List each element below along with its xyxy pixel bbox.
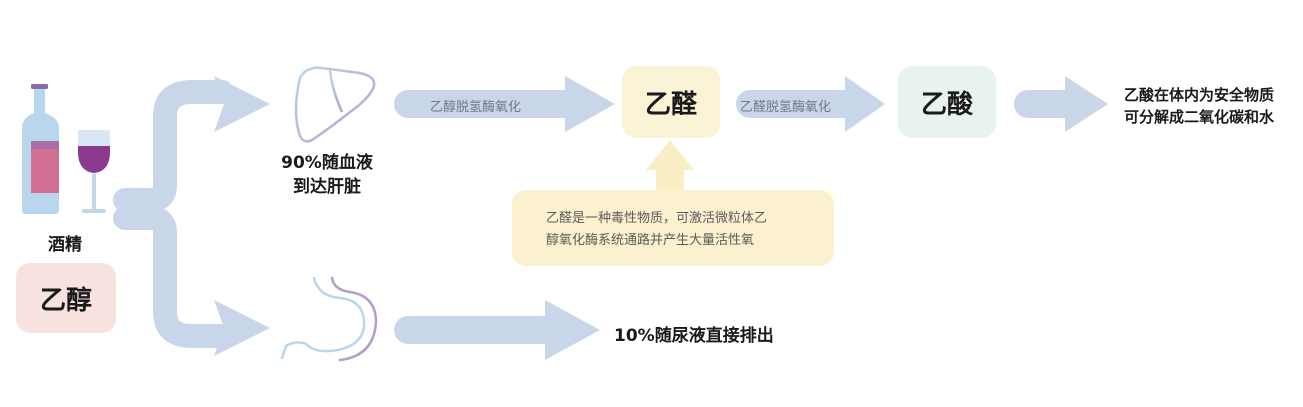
liver-route-text: 90%随血液 到达肝脏 xyxy=(262,151,392,199)
liver-icon xyxy=(294,66,376,143)
enzyme2-label: 乙醛脱氢酶氧化 xyxy=(740,100,832,115)
arrow-enzyme1 xyxy=(394,76,615,132)
stomach-icon xyxy=(280,276,378,362)
arrow-enzyme2 xyxy=(736,76,885,132)
wine-glass-icon xyxy=(78,130,110,213)
acetic-acid-box: 乙酸 xyxy=(898,66,996,138)
alcohol-label: 酒精 xyxy=(48,235,82,255)
branch-brace xyxy=(113,80,234,348)
acetaldehyde-box: 乙醛 xyxy=(622,66,720,138)
arrow-up-note xyxy=(646,140,694,194)
arrow-head-lower xyxy=(214,300,270,356)
enzyme1-label: 乙醇脱氢酶氧化 xyxy=(430,100,522,115)
wine-bottle-icon xyxy=(22,84,59,214)
note-line1: 乙醛是一种毒性物质，可激活微粒体乙 xyxy=(546,211,768,226)
arrow-final xyxy=(1014,76,1108,132)
urine-route-text: 10%随尿液直接排出 xyxy=(614,326,774,346)
note-line2: 醇氧化酶系统通路并产生大量活性氧 xyxy=(546,233,755,248)
final-result: 乙酸在体内为安全物质 可分解成二氧化碳和水 xyxy=(1124,84,1299,128)
liver-route-line1: 90%随血液 xyxy=(281,153,373,173)
final-line1: 乙酸在体内为安全物质 xyxy=(1124,86,1275,104)
liver-route-line2: 到达肝脏 xyxy=(293,177,361,197)
toxicity-note: 乙醛是一种毒性物质，可激活微粒体乙 醇氧化酶系统通路并产生大量活性氧 xyxy=(512,190,834,266)
arrow-urine xyxy=(394,300,600,360)
arrow-head-upper xyxy=(214,76,270,132)
ethanol-badge: 乙醇 xyxy=(16,263,116,333)
final-line2: 可分解成二氧化碳和水 xyxy=(1124,108,1275,126)
